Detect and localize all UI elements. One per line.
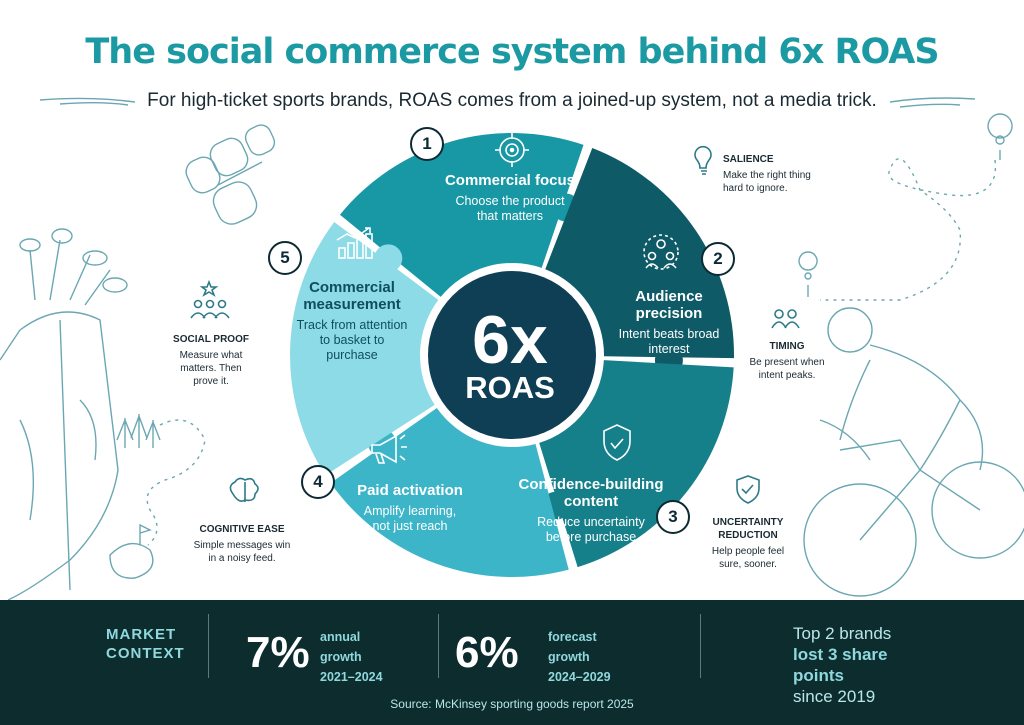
stat2-line-3: 2024–2029 [548, 670, 611, 684]
wheel-segment-3 [539, 360, 734, 568]
principle-salience: SALIENCE Make the right thing hard to ig… [723, 153, 833, 195]
share-line-1: Top 2 brands [793, 624, 892, 643]
stat2-line-2: growth [548, 650, 590, 664]
stat1-line-3: 2021–2024 [320, 670, 383, 684]
cyclist-icon [803, 307, 1024, 597]
principle-cognitive-ease-title: COGNITIVE EASE [199, 524, 285, 535]
principle-uncertainty-desc: Help people feel sure, sooner. [711, 546, 785, 570]
principle-timing-desc: Be present when intent peaks. [749, 357, 825, 381]
segment-1-title: Commercial focus [444, 172, 576, 189]
principle-cognitive-ease-desc: Simple messages win in a noisy feed. [193, 540, 291, 564]
star-people-icon [190, 279, 230, 319]
segment-4-title: Paid activation [357, 482, 463, 499]
segment-2-text: Audience precision Intent beats broad in… [610, 288, 728, 357]
step-number-4: 4 [301, 465, 335, 499]
center-multiplier: 6x [472, 302, 548, 378]
segment-2-title: Audience precision [635, 288, 703, 322]
page-subtitle: For high-ticket sports brands, ROAS come… [147, 90, 877, 111]
segment-4-text: Paid activation Amplify learning, not ju… [340, 482, 480, 534]
brain-icon [229, 477, 259, 502]
principle-salience-title: SALIENCE [723, 154, 774, 165]
center-label: ROAS [465, 370, 555, 405]
step-number-3: 3 [656, 500, 690, 534]
share-line-3: points [793, 666, 844, 685]
bar-chart-icon [336, 227, 373, 259]
step-number-1: 1 [410, 127, 444, 161]
stat-forecast-growth-label: forecast growth 2024–2029 [548, 627, 611, 687]
segment-5-desc: Track from attention to basket to purcha… [296, 318, 408, 362]
target-icon [495, 133, 529, 167]
principle-social-proof-desc: Measure what matters. Then prove it. [179, 350, 243, 387]
puzzle-knob-5 [374, 244, 403, 273]
stat1-line-2: growth [320, 650, 362, 664]
segment-1-desc: Choose the product that matters [455, 194, 565, 223]
segment-4-desc: Amplify learning, not just reach [363, 504, 457, 533]
step-number-2: 2 [701, 242, 735, 276]
market-context-label: MARKET CONTEXT [106, 625, 185, 663]
principle-uncertainty: UNCERTAINTY REDUCTION Help people feel s… [700, 516, 796, 571]
stat2-line-1: forecast [548, 630, 597, 644]
principle-cognitive-ease: COGNITIVE EASE Simple messages win in a … [192, 523, 292, 565]
share-line-4: since 2019 [793, 687, 876, 706]
source-note: Source: McKinsey sporting goods report 2… [390, 697, 634, 711]
market-label-1: MARKET [106, 626, 177, 643]
step-number-5: 5 [268, 241, 302, 275]
principle-timing: TIMING Be present when intent peaks. [745, 340, 829, 382]
principle-salience-desc: Make the right thing hard to ignore. [723, 170, 811, 194]
divider [208, 614, 209, 678]
principle-social-proof-title: SOCIAL PROOF [173, 334, 249, 345]
segment-1-text: Commercial focus Choose the product that… [420, 172, 600, 224]
stat-forecast-growth-value: 6% [455, 628, 519, 677]
stat-annual-growth-label: annual growth 2021–2024 [320, 627, 383, 687]
market-context-band: MARKET CONTEXT 7% annual growth 2021–202… [0, 600, 1024, 725]
share-line-2: lost 3 share [793, 645, 888, 664]
stat1-line-1: annual [320, 630, 361, 644]
segment-3-title: Confidence-building content [518, 476, 664, 510]
page-title: The social commerce system behind 6x ROA… [85, 32, 939, 72]
dumbbell-icon [185, 124, 276, 225]
divider [700, 614, 701, 678]
wheel-segment-5 [289, 222, 439, 476]
principle-timing-title: TIMING [769, 341, 805, 352]
segment-3-desc: Reduce uncertainty before purchase [537, 515, 645, 544]
megaphone-icon [371, 434, 407, 464]
shield-check-icon [603, 424, 631, 461]
segment-2-desc: Intent beats broad interest [618, 327, 720, 356]
wheel-segment-2 [545, 148, 734, 359]
principle-social-proof: SOCIAL PROOF Measure what matters. Then … [168, 333, 254, 388]
golf-bag-icon [0, 228, 128, 601]
share-loss-statement: Top 2 brands lost 3 share points since 2… [793, 623, 891, 707]
shield-icon [736, 475, 760, 504]
segment-5-title: Commercial measurement [303, 279, 401, 313]
market-label-2: CONTEXT [106, 645, 185, 662]
people-icon [771, 309, 800, 329]
stat-annual-growth-value: 7% [246, 628, 310, 677]
segment-5-text: Commercial measurement Track from attent… [288, 279, 416, 363]
lightbulb-icon [694, 145, 712, 175]
divider [438, 614, 439, 678]
segment-3-text: Confidence-building content Reduce uncer… [516, 476, 666, 545]
tree-icons [116, 413, 161, 448]
center-disc [428, 271, 596, 439]
principle-uncertainty-title: UNCERTAINTY REDUCTION [712, 517, 784, 541]
people-network-icon [643, 234, 679, 270]
